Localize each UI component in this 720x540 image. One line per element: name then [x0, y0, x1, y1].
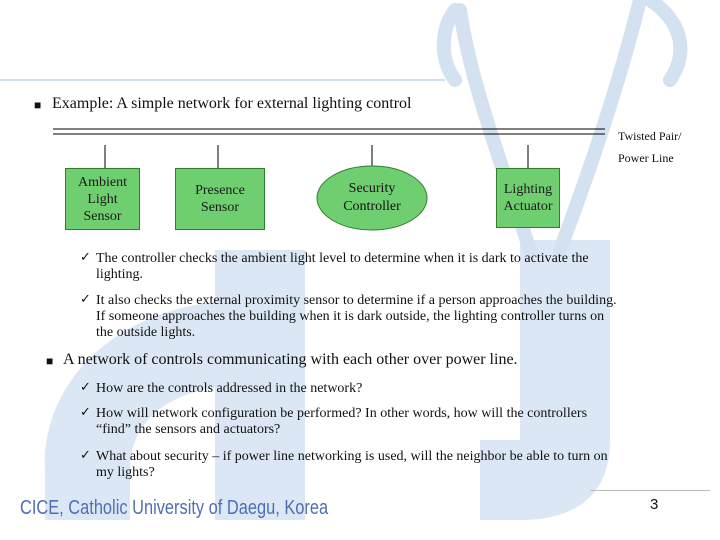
node-ambient-line-2: Light [87, 191, 118, 207]
node-ambient-line-1: Ambient [78, 174, 127, 190]
title-bullet: ■ [34, 98, 42, 112]
check1-item1-line2: lighting. [96, 267, 144, 282]
watermark-u-left [215, 250, 305, 520]
node-security-line-2: Controller [343, 199, 401, 214]
check1-item2-line3: the outside lights. [96, 325, 196, 340]
footer-institution: CICE, Catholic University of Daegu, Kore… [20, 497, 329, 519]
check2-item3-line2: my lights? [96, 465, 155, 480]
check-icon: ✓ [80, 448, 91, 463]
watermark-u-right [480, 240, 610, 520]
watermark-hand [436, 0, 688, 257]
check2-item1-line1: How are the controls addressed in the ne… [96, 381, 363, 396]
check1-item2-line1: It also checks the external proximity se… [96, 293, 617, 308]
check-icon: ✓ [80, 250, 91, 265]
watermark-c [44, 300, 250, 520]
line-label-1: Twisted Pair/ [618, 129, 682, 143]
page-number: 3 [650, 496, 659, 513]
line-label-2: Power Line [618, 151, 674, 165]
check-icon: ✓ [80, 405, 91, 420]
node-security-line-1: Security [348, 181, 396, 196]
node-actuator-line-1: Lighting [503, 182, 553, 197]
check1-item1-line1: The controller checks the ambient light … [96, 251, 589, 266]
check2-item2: How will network configuration be perfor… [96, 406, 587, 438]
node-lighting-actuator: Lighting Actuator [496, 168, 560, 228]
check-icon: ✓ [80, 380, 91, 395]
footer-divider [590, 490, 710, 491]
check1-item2: It also checks the external proximity se… [96, 293, 617, 341]
check2-item2-line2: “find” the sensors and actuators? [96, 422, 281, 437]
node-presence-line-1: Presence [195, 183, 245, 198]
node-security-shape [316, 165, 428, 231]
check-icon: ✓ [80, 292, 91, 307]
check2-item3-line1: What about security – if power line netw… [96, 449, 608, 464]
check1-item1: The controller checks the ambient light … [96, 251, 589, 283]
node-presence-line-2: Sensor [200, 200, 240, 215]
check2-item2-line1: How will network configuration be perfor… [96, 406, 588, 421]
node-ambient-light-sensor: Ambient Light Sensor [65, 168, 140, 230]
node-presence-sensor: Presence Sensor [175, 168, 265, 230]
node-ambient-line-3: Sensor [83, 208, 122, 224]
check1-item2-line2: If someone approaches the building when … [96, 309, 605, 324]
check2-item1: How are the controls addressed in the ne… [96, 381, 362, 397]
node-security-controller: Security Controller [317, 180, 427, 216]
slide-title: Example: A simple network for external l… [52, 95, 412, 112]
bullet2-text: A network of controls communicating with… [63, 351, 518, 368]
bullet2-marker: ■ [46, 354, 54, 368]
check2-item3: What about security – if power line netw… [96, 449, 608, 481]
node-actuator-line-2: Actuator [503, 199, 553, 214]
